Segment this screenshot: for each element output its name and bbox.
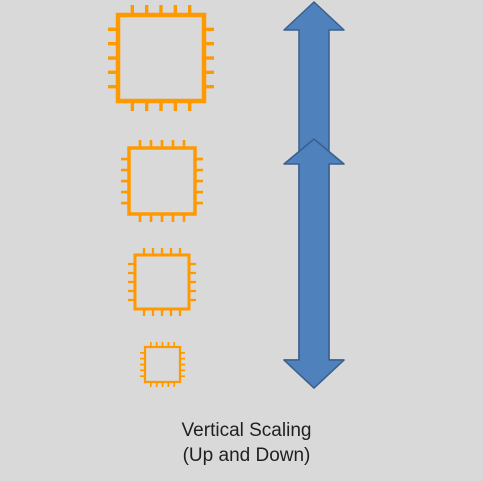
chip-pins (121, 140, 203, 222)
arrow-group (283, 1, 345, 389)
caption-title: Vertical Scaling (181, 420, 312, 441)
chip-body (143, 345, 182, 384)
chip-body (127, 146, 197, 216)
chip-medium-icon (121, 140, 203, 222)
chip-large-icon (108, 5, 214, 111)
chip-small-icon (128, 248, 196, 316)
chip-pins (108, 5, 214, 111)
chip-group (108, 5, 214, 387)
chip-body (133, 253, 191, 311)
chip-tiny-icon (140, 342, 185, 387)
caption: Vertical Scaling (Up and Down) (0, 418, 483, 468)
chip-pins (128, 248, 196, 316)
chip-body (115, 12, 207, 104)
arrow-front-icon (283, 138, 345, 389)
caption-subtitle: (Up and Down) (182, 445, 311, 466)
chip-pins (140, 342, 185, 387)
